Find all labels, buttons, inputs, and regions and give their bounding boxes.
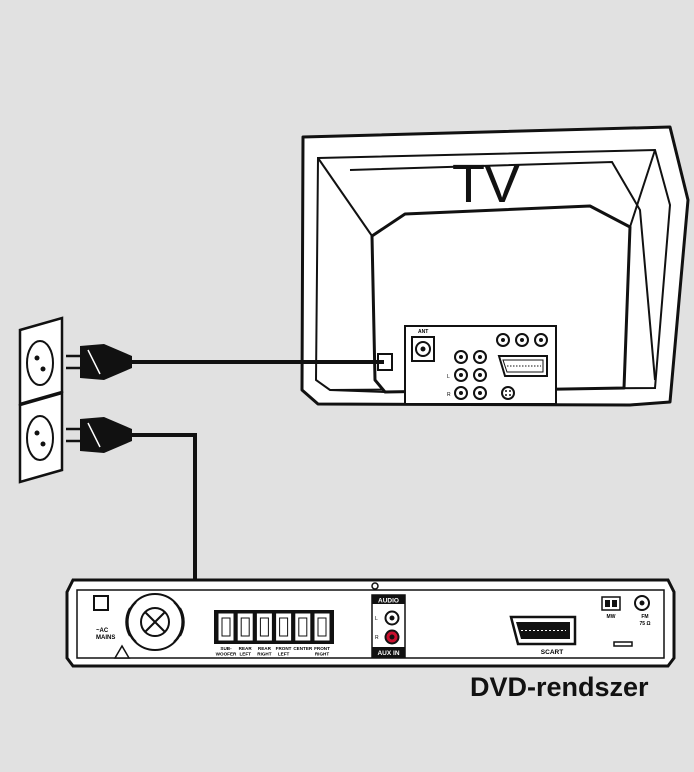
tv-connector-panel: ANT L R xyxy=(404,325,557,405)
speaker-terminal-slot xyxy=(236,612,254,642)
mw-label: MW xyxy=(607,614,616,620)
speaker-label: CENTER xyxy=(293,646,313,651)
tv-upper-trim xyxy=(349,160,656,381)
tv-rear: ANT L R xyxy=(300,125,690,407)
speaker-terminal-slot xyxy=(217,612,235,642)
wall-outlets xyxy=(18,316,64,484)
tv-av-jacks-grid: L R xyxy=(447,350,487,400)
dvd-aux-in: AUDIO L R AUX IN xyxy=(371,594,406,658)
fm-ohm-label: 75 Ω xyxy=(640,621,651,627)
tv-label: TV xyxy=(452,154,520,214)
tv-power-cable xyxy=(66,344,384,380)
dvd-system-label: DVD-rendszer xyxy=(470,672,649,702)
tv-antenna-label: ANT xyxy=(418,329,428,335)
speaker-label: SUB-WOOFER xyxy=(216,646,237,657)
mw-antenna-terminal xyxy=(601,596,621,611)
speaker-terminal-slot xyxy=(275,612,293,642)
tv-jack-label-l: L xyxy=(447,374,450,380)
fm-label: FM xyxy=(641,614,648,620)
aux-l-label: L xyxy=(375,616,378,622)
tv-svideo-socket xyxy=(501,386,515,400)
speaker-terminal-slot xyxy=(294,612,312,642)
tv-av-jacks-top xyxy=(496,333,548,347)
dvd-power-cable xyxy=(66,417,197,602)
speaker-terminal-slot xyxy=(255,612,273,642)
dvd-scart-label: SCART xyxy=(541,649,563,656)
dvd-audio-header: AUDIO xyxy=(378,598,399,605)
dvd-power-plug xyxy=(66,417,132,453)
dvd-fan-grille xyxy=(113,593,185,659)
speaker-slots xyxy=(217,612,331,642)
tv-scart-socket xyxy=(497,355,548,377)
tv-power-plug xyxy=(66,344,132,380)
dvd-aux-in-label: AUX IN xyxy=(377,650,399,657)
dvd-scart-socket: SCART xyxy=(509,615,577,656)
tv-jack-label-r: R xyxy=(447,392,451,398)
dvd-antenna-terminals: MW FM 75 Ω xyxy=(601,595,651,647)
speaker-terminal-slot xyxy=(313,612,331,642)
aux-r-label: R xyxy=(375,635,379,641)
